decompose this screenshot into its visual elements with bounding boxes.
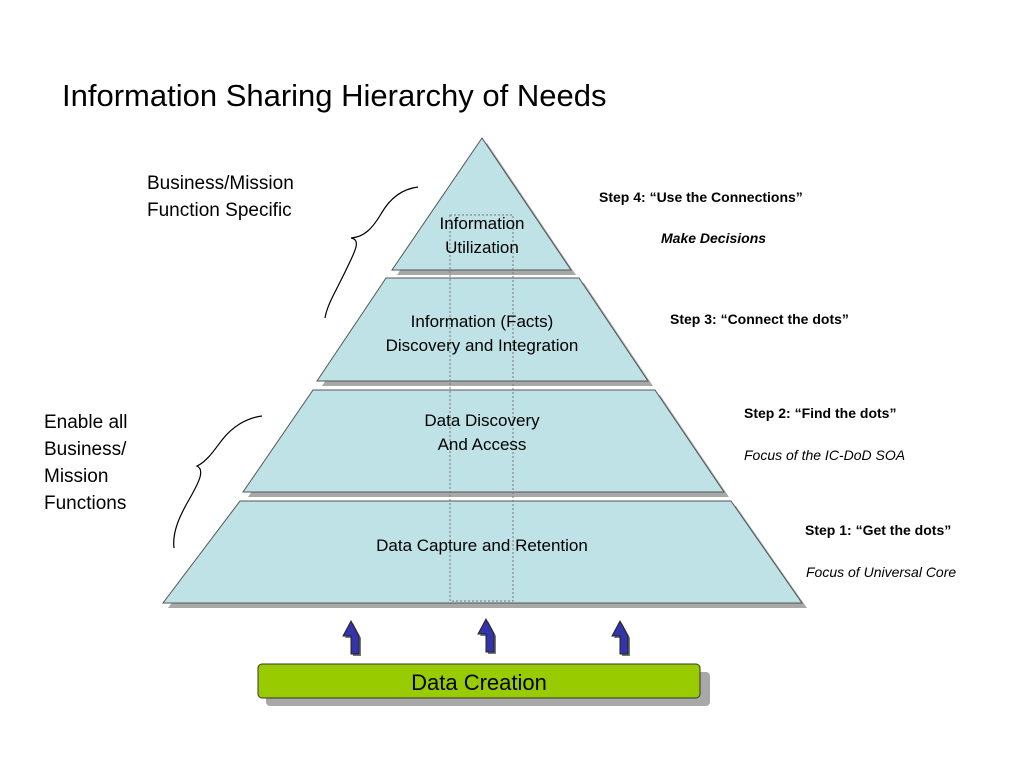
- tier-label-line: Data Discovery: [424, 411, 540, 430]
- upper-brace: [324, 186, 419, 319]
- group-label-line: Business/: [44, 439, 127, 460]
- data-creation-box: [257, 663, 701, 699]
- tier-label-utilization: Information Utilization: [402, 212, 562, 260]
- tier-label-line: Discovery and Integration: [385, 336, 579, 355]
- tier-label-line: Information (Facts): [410, 312, 554, 331]
- page-title: Information Sharing Hierarchy of Needs: [62, 78, 607, 113]
- group-label-line: Function Specific: [147, 200, 292, 221]
- group-label-line: Mission: [44, 466, 109, 487]
- up-arrow-icon: [611, 619, 630, 656]
- group-label-line: Functions: [44, 493, 127, 514]
- step-3-label: Step 3: “Connect the dots”: [670, 311, 849, 327]
- tier-label-capture-retention: Data Capture and Retention: [312, 534, 652, 558]
- group-label-lower: Enable all Business/ Mission Functions: [44, 409, 127, 517]
- tier-information-discovery-integration: [316, 277, 649, 382]
- group-label-upper: Business/Mission Function Specific: [147, 170, 294, 224]
- step-2-note: Focus of the IC-DoD SOA: [744, 447, 906, 463]
- tier-data-discovery-access: [242, 389, 725, 493]
- tier-label-discovery-integration: Information (Facts) Discovery and Integr…: [342, 310, 622, 358]
- step-1-label: Step 1: “Get the dots”: [805, 522, 952, 538]
- step-2-label: Step 2: “Find the dots”: [744, 405, 897, 421]
- step-4-label: Step 4: “Use the Connections”: [599, 189, 803, 205]
- lower-brace: [173, 415, 263, 549]
- tier-information-utilization: [391, 137, 572, 271]
- up-arrow-icon: [477, 617, 496, 654]
- tier-data-capture-retention: [161, 500, 803, 604]
- step-4-note: Make Decisions: [661, 230, 767, 246]
- tier-label-line: Information: [439, 214, 525, 233]
- tier-label-line: Data Capture and Retention: [376, 536, 588, 555]
- group-label-line: Business/Mission: [147, 173, 294, 194]
- up-arrow-icon: [342, 619, 361, 656]
- group-label-line: Enable all: [44, 412, 128, 433]
- tier-label-line: Utilization: [445, 238, 519, 257]
- tier-label-discovery-access: Data Discovery And Access: [362, 409, 602, 457]
- tier-label-line: And Access: [437, 435, 527, 454]
- step-1-note: Focus of Universal Core: [806, 564, 957, 580]
- data-creation-label: Data Creation: [411, 670, 547, 695]
- dotted-focus-band: [449, 214, 514, 602]
